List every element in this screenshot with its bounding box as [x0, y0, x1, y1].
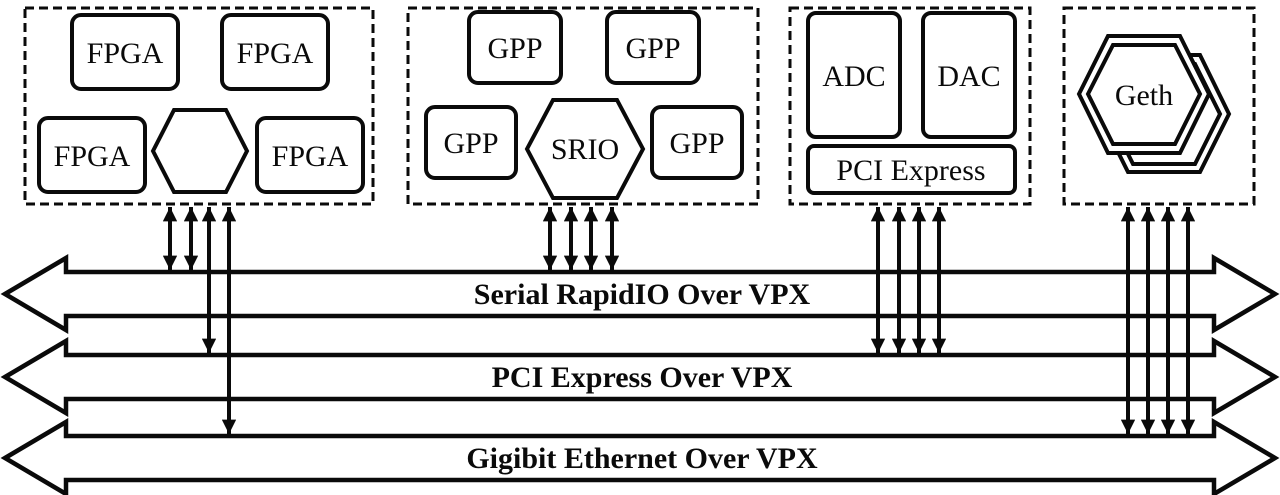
gpp-cluster-links: [542, 207, 620, 270]
ethernet-module-links: [1120, 207, 1196, 434]
gpp-box-top-right: [605, 10, 701, 85]
fpga-box-top-right: [220, 13, 330, 91]
adc-box: [806, 11, 902, 139]
srio-switch-label: SRIO: [551, 133, 619, 166]
pci-express-box: [806, 144, 1017, 195]
gpp-label-top-right: GPP: [625, 32, 680, 65]
converter-module-links: [870, 207, 947, 353]
pcie-bus-arrow: [0, 337, 1280, 417]
fpga-box-top-left: [70, 13, 180, 91]
fpga-cluster-links: [162, 207, 237, 434]
fpga-label-top-right: FPGA: [237, 37, 314, 70]
fpga-label-top-left: FPGA: [87, 37, 164, 70]
adc-label: ADC: [822, 60, 885, 93]
gpp-cluster: GPP GPP GPP GPP SRIO: [406, 6, 760, 206]
srio-bus-label: Serial RapidIO Over VPX: [474, 278, 811, 311]
gpp-label-top-left: GPP: [487, 32, 542, 65]
dac-label: DAC: [937, 60, 1000, 93]
srio-bus-arrow: [0, 254, 1280, 334]
gpp-cluster-box: [406, 6, 760, 206]
srio-bus: Serial RapidIO Over VPX: [0, 254, 1280, 334]
gpp-label-bottom-right: GPP: [669, 127, 724, 160]
geth-label: Geth: [1115, 79, 1173, 112]
geth-bus-label: Gigibit Ethernet Over VPX: [466, 442, 818, 475]
geth-hexagon-front-outer: [1076, 34, 1212, 155]
gpp-label-bottom-left: GPP: [443, 127, 498, 160]
gpp-box-bottom-right: [650, 105, 744, 180]
converter-module: ADC DAC PCI Express: [788, 6, 1032, 206]
pci-express-label: PCI Express: [836, 154, 985, 187]
ethernet-module-box: [1062, 6, 1256, 206]
geth-bus: Gigibit Ethernet Over VPX: [0, 418, 1280, 495]
gpp-box-top-left: [467, 10, 563, 85]
geth-bus-arrow: [0, 418, 1280, 495]
pcie-bus: PCI Express Over VPX: [0, 337, 1280, 417]
gpp-box-bottom-left: [424, 105, 518, 180]
dac-box: [921, 11, 1017, 139]
ethernet-module: Geth: [1062, 6, 1256, 206]
converter-module-box: [788, 6, 1032, 206]
fpga-box-bottom-left: [37, 116, 147, 194]
fpga-label-bottom-left: FPGA: [54, 140, 131, 173]
fpga-label-bottom-right: FPGA: [272, 140, 349, 173]
pcie-bus-label: PCI Express Over VPX: [492, 361, 793, 394]
fpga-box-bottom-right: [255, 116, 365, 194]
fpga-cluster-box: [23, 6, 375, 206]
fpga-switch-hexagon: [150, 108, 250, 194]
srio-switch-hexagon: [524, 98, 646, 200]
geth-hexagon-front-inner: [1085, 43, 1203, 146]
fpga-cluster: FPGA FPGA FPGA FPGA: [23, 6, 375, 206]
